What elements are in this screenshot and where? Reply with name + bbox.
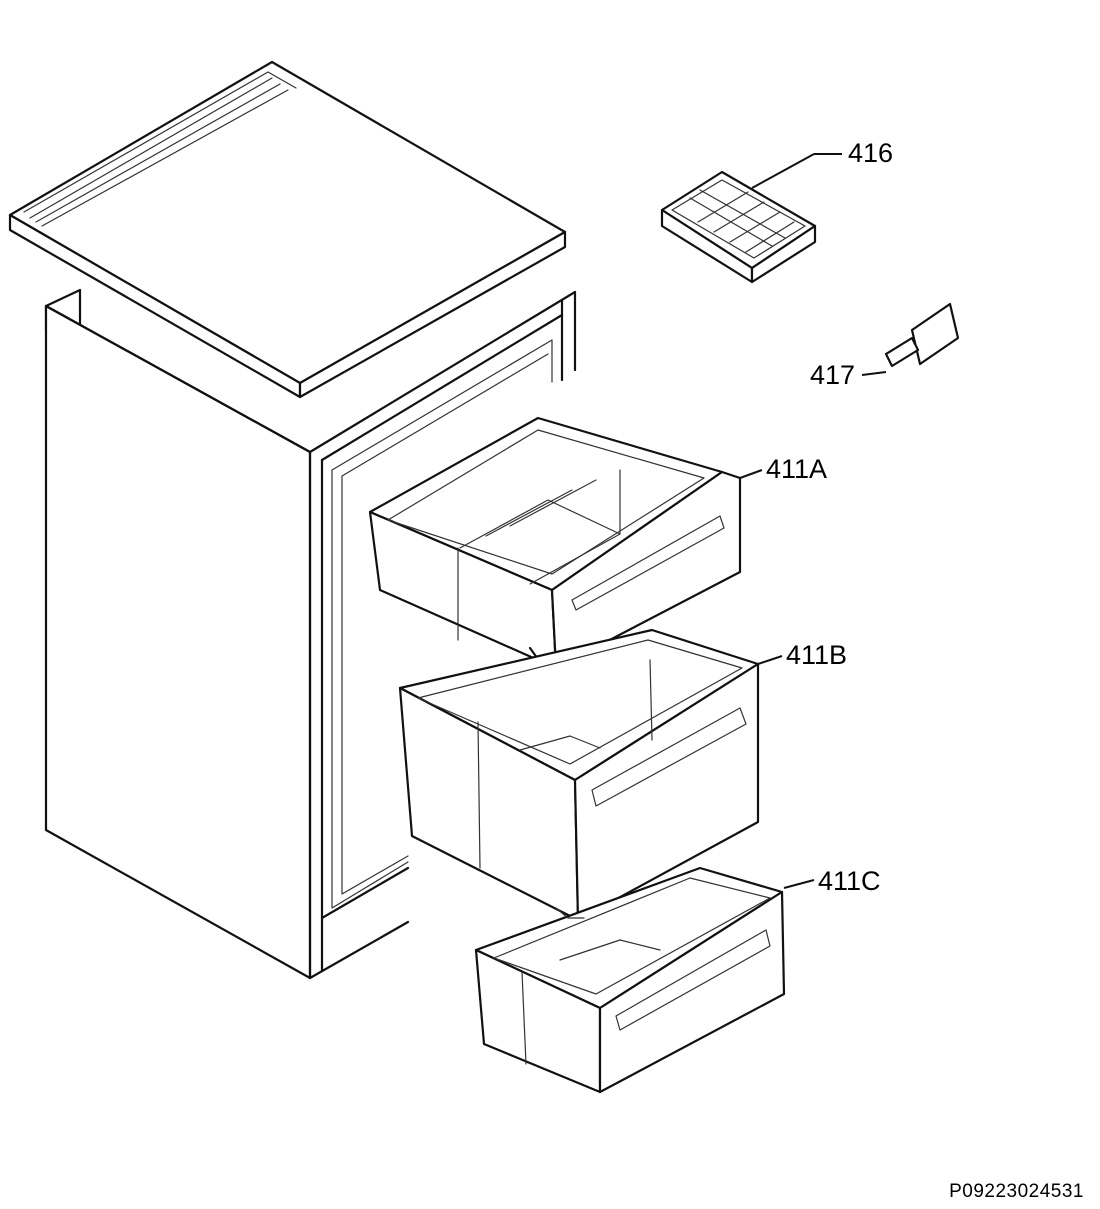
label-411B: 411B bbox=[786, 640, 847, 670]
drawing-code: P09223024531 bbox=[949, 1181, 1084, 1202]
worktop-cover bbox=[8, 60, 567, 399]
label-411A: 411A bbox=[766, 454, 827, 484]
ice-scraper bbox=[861, 302, 960, 376]
top-drawer bbox=[368, 416, 763, 670]
label-416: 416 bbox=[848, 138, 893, 168]
bottom-drawer bbox=[474, 866, 815, 1094]
freezer-cabinet bbox=[44, 288, 577, 980]
label-417: 417 bbox=[810, 360, 855, 390]
label-411C: 411C bbox=[818, 866, 881, 896]
ice-cube-tray bbox=[660, 153, 842, 284]
